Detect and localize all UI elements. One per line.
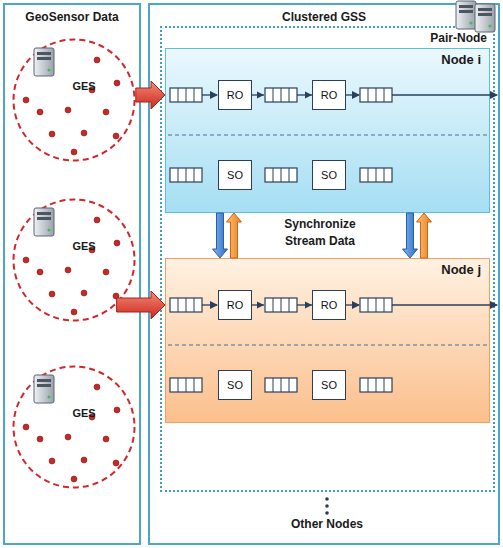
stream-arrow bbox=[252, 92, 312, 99]
more-nodes-label: Other Nodes bbox=[262, 517, 392, 532]
operator-box: RO bbox=[218, 80, 252, 110]
stream-arrow bbox=[252, 302, 312, 309]
operator-box: RO bbox=[312, 290, 346, 320]
block-arrow bbox=[117, 291, 165, 319]
node-text: GES bbox=[32, 240, 136, 252]
node-text: SO bbox=[321, 169, 337, 181]
queues bbox=[170, 88, 392, 392]
node-text: GeoSensor Data bbox=[5, 10, 139, 24]
block-arrow bbox=[403, 213, 418, 258]
block-arrow bbox=[227, 213, 242, 258]
dashed-ellipse bbox=[12, 38, 136, 162]
operator-box: SO bbox=[218, 370, 252, 400]
sync-label: Synchronize Stream Data bbox=[266, 216, 374, 250]
sensor-cluster: GES bbox=[12, 365, 136, 489]
node-text: SO bbox=[227, 379, 243, 391]
node-box: Node i RO RO SO SO bbox=[165, 48, 490, 213]
more-dots bbox=[325, 497, 329, 515]
operator-box: RO bbox=[218, 290, 252, 320]
block-arrow bbox=[136, 81, 165, 109]
dashed-ellipse bbox=[12, 198, 136, 322]
node-text: RO bbox=[227, 299, 244, 311]
sensor-cluster: GES bbox=[12, 38, 136, 162]
block-arrow bbox=[213, 213, 228, 258]
pair-node-group: Pair-NodeNode i RO RO SO SO Node j RO RO SO SO bbox=[160, 26, 495, 492]
node-text: RO bbox=[321, 299, 338, 311]
node-box: Node j RO RO SO SO bbox=[165, 258, 490, 423]
operator-box: SO bbox=[312, 160, 346, 190]
node-text: SO bbox=[321, 379, 337, 391]
node-text: Pair-Node bbox=[162, 31, 487, 45]
node-text: RO bbox=[321, 89, 338, 101]
operator-box: SO bbox=[218, 160, 252, 190]
sensor-dots bbox=[23, 57, 120, 482]
node-text: Clustered GSS bbox=[150, 10, 498, 24]
node-text: RO bbox=[227, 89, 244, 101]
sensor-cluster: GES bbox=[12, 198, 136, 322]
node-text: SO bbox=[227, 169, 243, 181]
node-text: GES bbox=[32, 80, 136, 92]
operator-box: SO bbox=[312, 370, 346, 400]
block-arrow bbox=[417, 213, 432, 258]
node-text: Node i bbox=[166, 52, 481, 67]
stream-arrows bbox=[202, 95, 497, 305]
node-text: GES bbox=[32, 407, 136, 419]
panel: GeoSensor DataGES GES GES bbox=[3, 3, 141, 545]
dividers bbox=[168, 135, 487, 345]
server-icons bbox=[34, 1, 495, 403]
panel: Clustered GSSPair-NodeNode iROROSOSONode… bbox=[148, 3, 500, 545]
node-text: Node j bbox=[166, 262, 481, 277]
dashed-ellipse bbox=[12, 365, 136, 489]
operator-box: RO bbox=[312, 80, 346, 110]
